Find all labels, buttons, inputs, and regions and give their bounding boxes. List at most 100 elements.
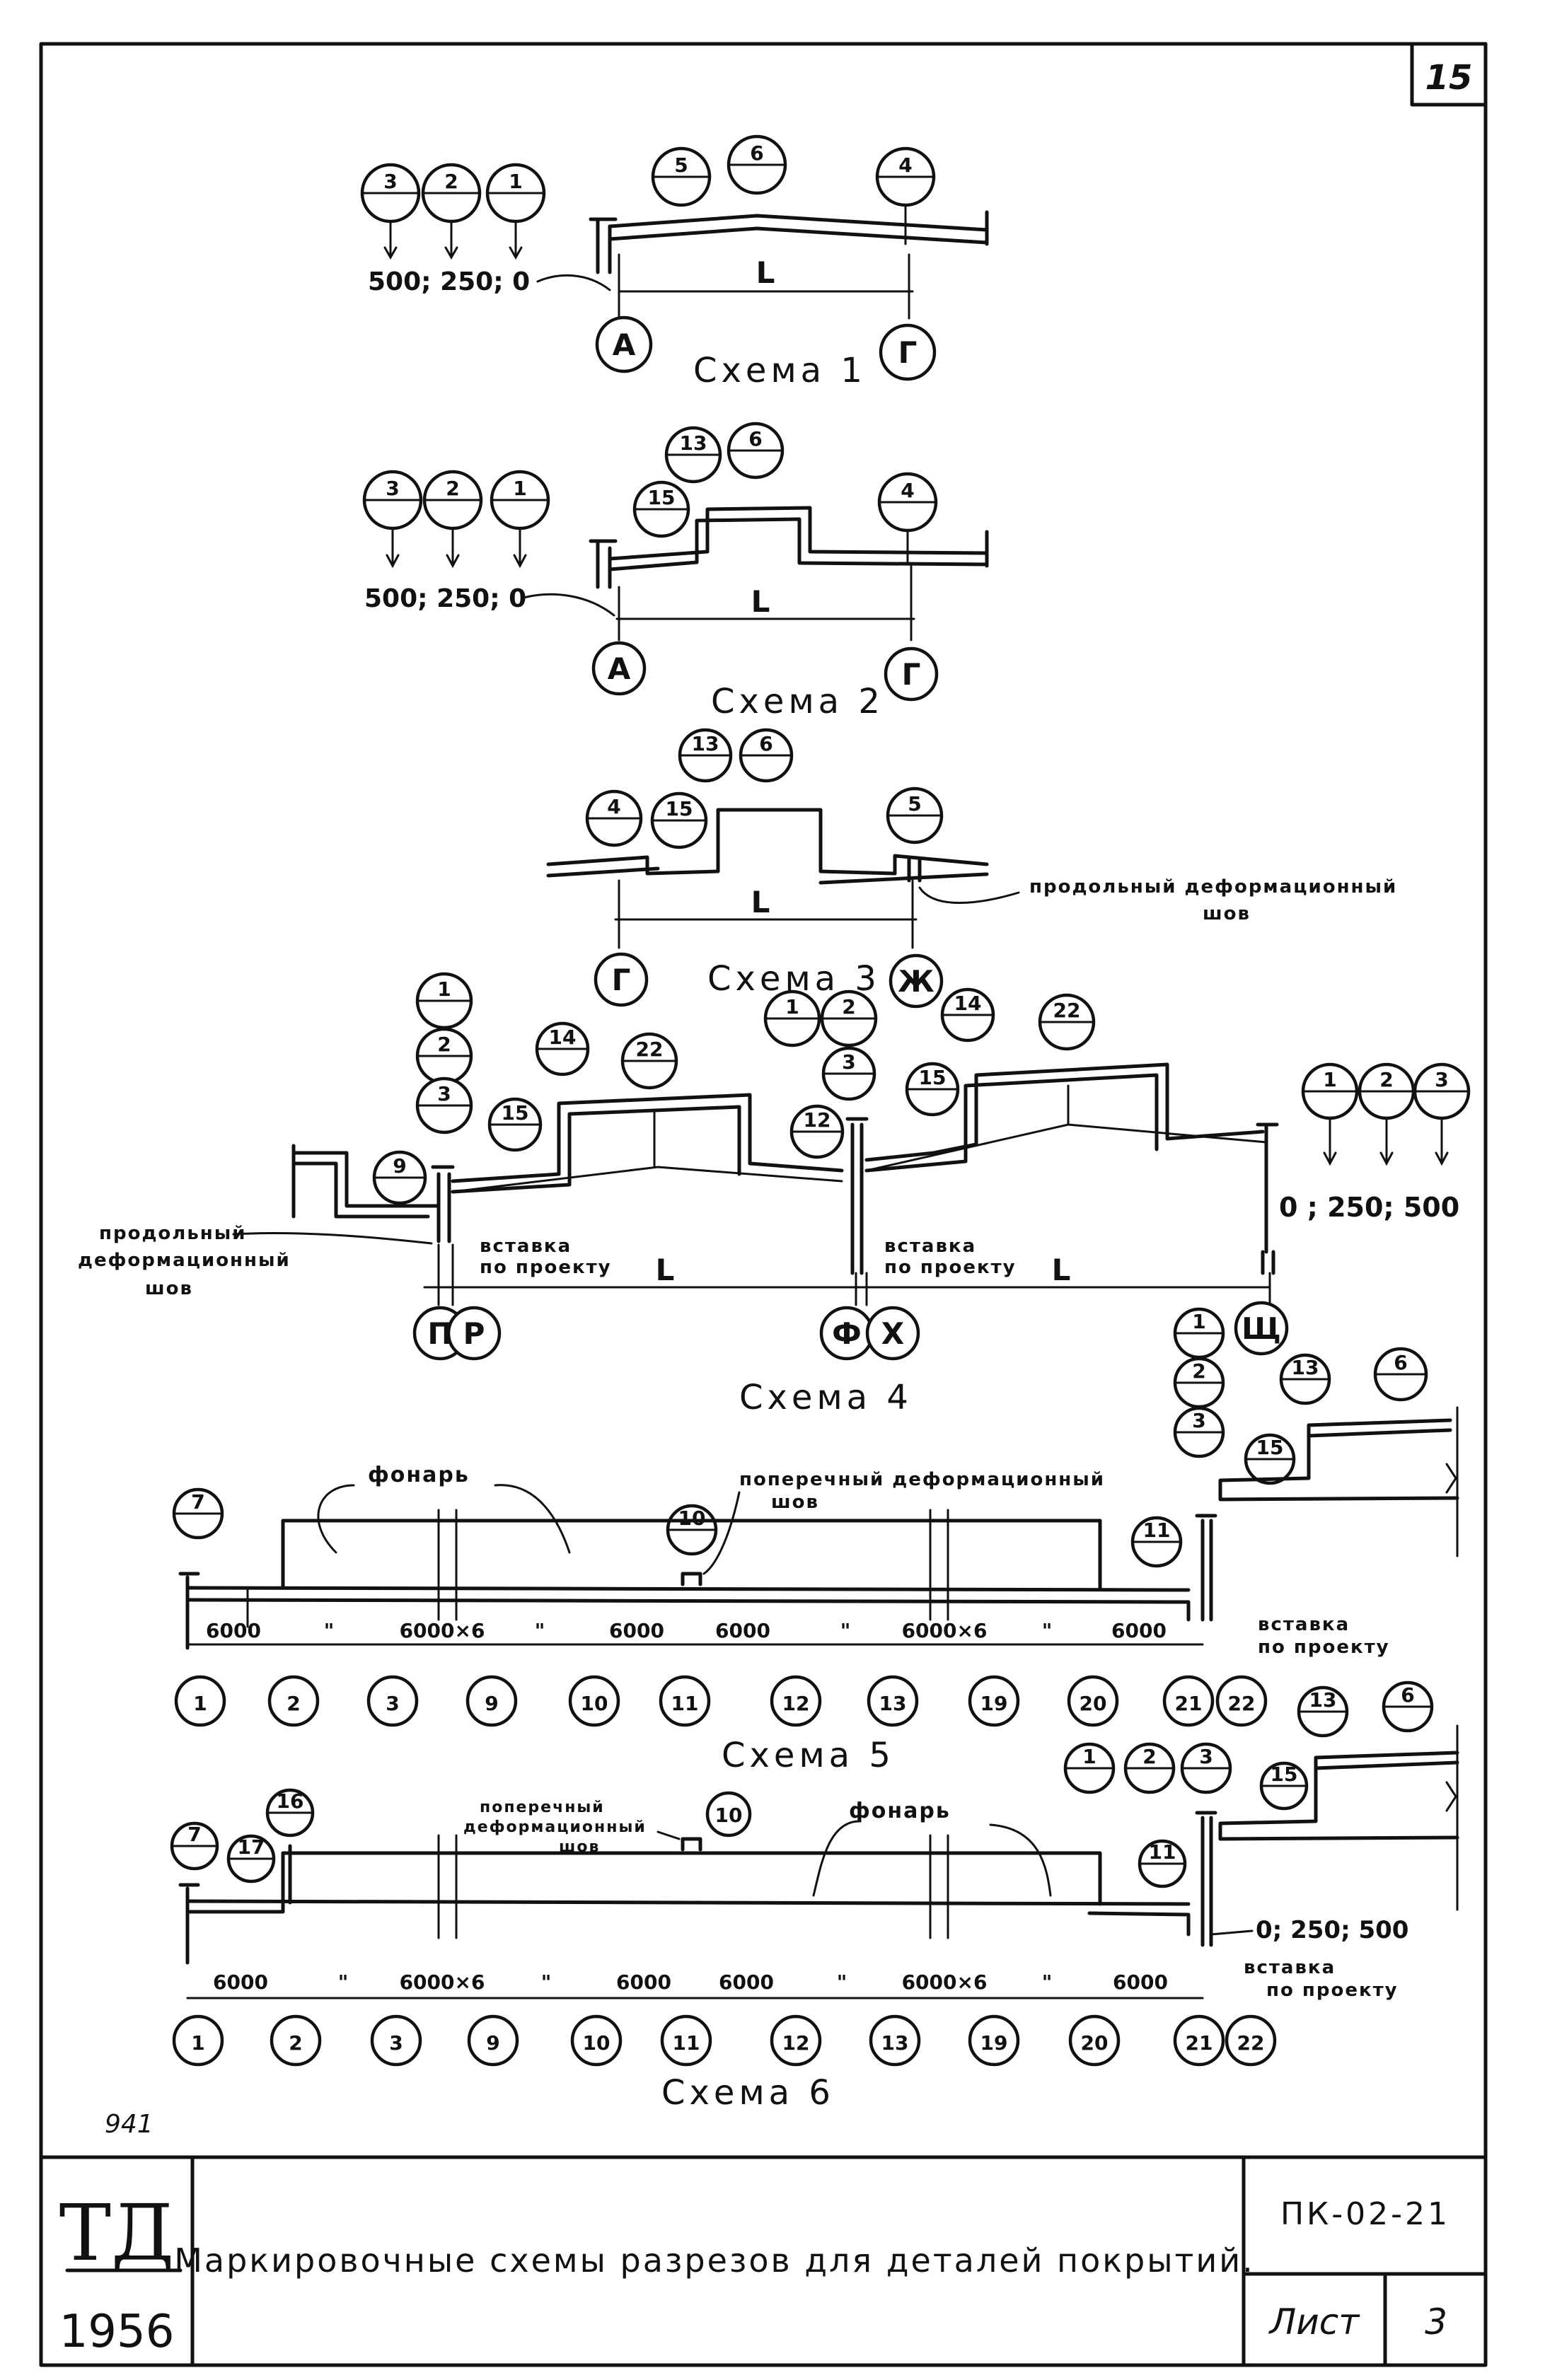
s6-span-3: " (541, 1970, 552, 1994)
s2-marker-4: 4 (901, 479, 914, 502)
s6-axis-13: 13 (881, 2031, 909, 2055)
s6-axis-20: 20 (1081, 2031, 1109, 2055)
s5-marker-13: 13 (1292, 1356, 1319, 1379)
s1-marker-5: 5 (674, 153, 688, 177)
s1-axis-g: Г (898, 335, 918, 370)
drawing-code: ПК-02-21 (1280, 2196, 1450, 2232)
s4-marker-15b: 15 (919, 1066, 947, 1089)
s5-joint-label-1: поперечный деформационный (739, 1469, 1105, 1490)
s4-axis-shch: Щ (1242, 1311, 1281, 1346)
s1-span: L (756, 255, 775, 290)
s1-marker-2: 2 (444, 170, 458, 193)
s6-axes: 1 2 3 9 10 11 12 13 19 20 21 22 (172, 2014, 1277, 2067)
scheme-6: 1 2 3 13 6 15 16 7 17 10 11 фонарь попер… (170, 1680, 1459, 2113)
s6-span-9: 6000 (1113, 1970, 1168, 1994)
s6-axis-11: 11 (673, 2031, 700, 2055)
s2-marker-15: 15 (648, 486, 676, 509)
s6-span-1: " (338, 1970, 349, 1994)
title-block: ТД 1956 Маркировочные схемы разрезов для… (39, 2155, 1488, 2367)
s2-marker-13: 13 (680, 431, 707, 455)
s4-marker-1c: 1 (1323, 1068, 1336, 1091)
s5-marker-11: 11 (1143, 1519, 1171, 1542)
s3-note-1: продольный деформационный (1029, 876, 1397, 898)
s6-axis-10: 10 (583, 2031, 611, 2055)
s1-marker-values: 500; 250; 0 (368, 267, 530, 296)
s6-marker-7: 7 (187, 1823, 201, 1846)
s5-marker-10: 10 (678, 1507, 706, 1530)
s6-span-4: 6000 (616, 1970, 671, 1994)
s6-marker-10: 10 (715, 1804, 743, 1827)
s5-span-1: " (324, 1619, 335, 1642)
s6-joint-label-1: поперечный (480, 1799, 605, 1816)
s5-span-7: 6000×6 (902, 1619, 988, 1642)
s5-axis-19: 19 (980, 1692, 1008, 1715)
s5-joint-label-2: шов (771, 1492, 819, 1513)
sheet-number-box (1410, 42, 1488, 107)
s6-marker-values: 0; 250; 500 (1256, 1916, 1408, 1944)
s6-marker-3: 3 (1199, 1745, 1213, 1768)
s5-insert-line2: по проекту (1258, 1637, 1390, 1658)
s4-span-1: L (656, 1253, 675, 1287)
s6-marker-1: 1 (1082, 1745, 1096, 1768)
s4-note-left-3: шов (145, 1278, 193, 1299)
s4-marker-3a: 3 (437, 1082, 451, 1105)
s5-axis-13: 13 (879, 1692, 907, 1715)
s5-marker-7: 7 (191, 1490, 204, 1514)
s5-axis-10: 10 (581, 1692, 608, 1715)
s4-insert-1-line2: по проекту (480, 1257, 612, 1278)
s6-span-7: 6000×6 (902, 1970, 988, 1994)
s5-marker-2: 2 (1192, 1359, 1205, 1383)
s5-axis-2: 2 (287, 1692, 300, 1715)
s6-marker-15: 15 (1271, 1763, 1298, 1786)
s5-marker-3: 3 (1192, 1409, 1205, 1432)
s4-insert-2-line1: вставка (884, 1236, 976, 1257)
s6-span-2: 6000×6 (400, 1970, 485, 1994)
scheme-5: 1 2 3 13 6 15 7 10 11 фонарь поперечный … (172, 1307, 1459, 1775)
s6-lantern-label: фонарь (849, 1799, 951, 1823)
s5-span-labels: 6000 " 6000×6 " 6000 6000 " 6000×6 " 600… (206, 1619, 1167, 1642)
s6-marker-6: 6 (1401, 1683, 1414, 1707)
s6-caption: Схема 6 (661, 2073, 835, 2113)
s6-axis-2: 2 (289, 2031, 302, 2055)
s4-marker-3b: 3 (842, 1050, 855, 1074)
s1-marker-4: 4 (898, 153, 912, 177)
s3-marker-4: 4 (607, 795, 620, 818)
s4-marker-1a: 1 (437, 977, 451, 1001)
s6-marker-11: 11 (1149, 1840, 1176, 1864)
scheme-2: 3 2 1 500; 250; 0 15 13 6 4 L А Г Схема … (362, 422, 989, 721)
s5-axis-12: 12 (782, 1692, 810, 1715)
s2-span: L (751, 584, 770, 619)
s4-marker-1b: 1 (785, 995, 799, 1018)
s5-span-3: " (535, 1619, 545, 1642)
s5-caption: Схема 5 (722, 1736, 895, 1775)
s1-marker-group: 3 2 1 (360, 163, 546, 260)
s5-axis-20: 20 (1080, 1692, 1107, 1715)
s6-marker-16: 16 (277, 1789, 304, 1813)
s6-insert-line2: по проекту (1266, 1980, 1399, 2001)
s4-note-left-2: деформационный (78, 1250, 291, 1271)
s4-note-left-1: продольный (99, 1223, 246, 1244)
sheet-number: 15 (1425, 58, 1473, 98)
s2-axis-g: Г (902, 657, 921, 692)
stamp-year: 1956 (59, 2306, 175, 2358)
s5-axes: 1 2 3 9 10 11 12 13 19 20 21 22 (174, 1675, 1268, 1727)
s3-marker-13: 13 (692, 732, 719, 755)
s2-marker-1: 1 (513, 477, 526, 500)
s1-marker-3: 3 (383, 170, 397, 193)
s5-span-0: 6000 (206, 1619, 261, 1642)
s5-marker-15: 15 (1256, 1436, 1284, 1459)
s4-marker-22a: 22 (636, 1038, 664, 1061)
sheet-label: Лист (1268, 2301, 1361, 2343)
s4-caption: Схема 4 (739, 1378, 913, 1417)
s4-marker-2b: 2 (842, 995, 855, 1018)
s2-marker-3: 3 (386, 477, 399, 500)
s1-marker-1: 1 (509, 170, 522, 193)
s4-insert-2-line2: по проекту (884, 1257, 1017, 1278)
s4-axis-kh: Х (881, 1316, 904, 1351)
s3-axis-zh: Ж (898, 964, 934, 999)
s5-axis-11: 11 (671, 1692, 699, 1715)
s5-axis-3: 3 (386, 1692, 399, 1715)
s6-span-6: " (837, 1970, 847, 1994)
s1-caption: Схема 1 (693, 351, 867, 390)
